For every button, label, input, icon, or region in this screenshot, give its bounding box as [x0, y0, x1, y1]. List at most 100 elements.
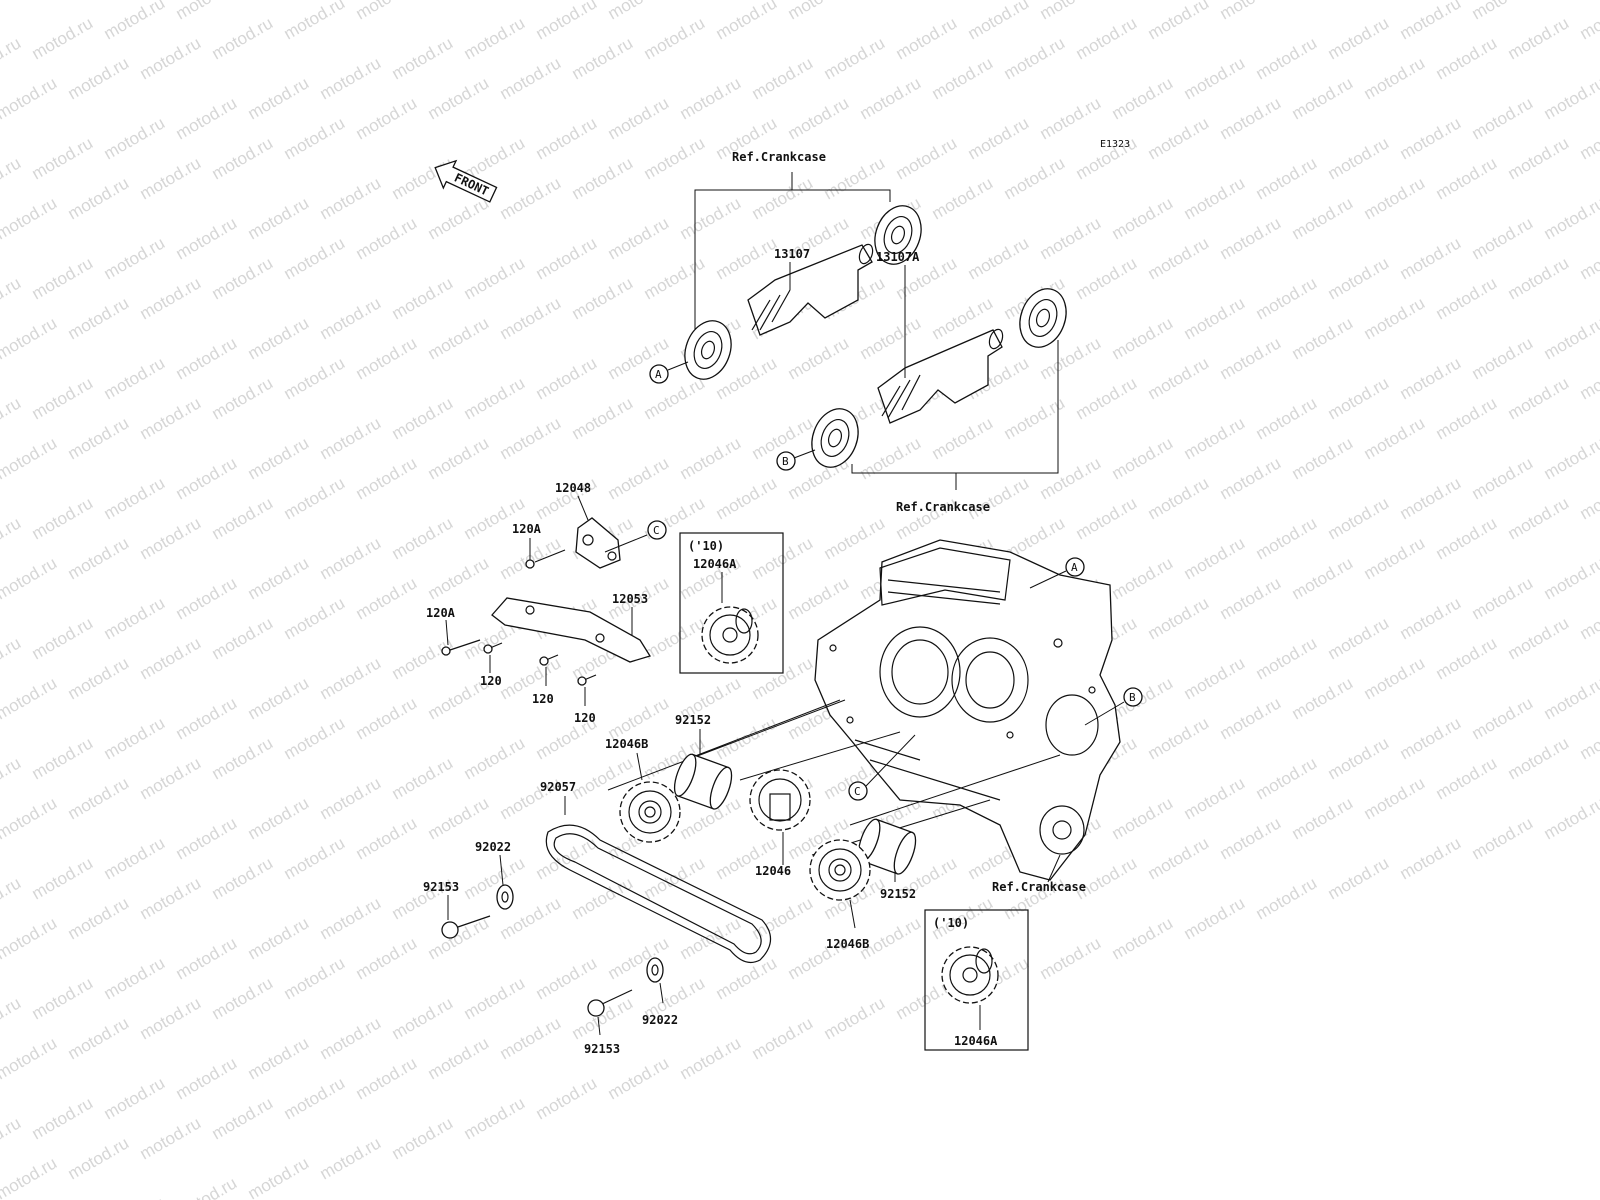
- svg-text:B: B: [782, 455, 789, 468]
- watermark-text: motod.ru: [569, 153, 637, 203]
- watermark-text: motod.ru: [245, 433, 313, 483]
- watermark-text: motod.ru: [497, 293, 565, 343]
- watermark-text: motod.ru: [317, 293, 385, 343]
- watermark-text: motod.ru: [137, 873, 205, 923]
- watermark-text: motod.ru: [353, 573, 421, 623]
- watermark-text: motod.ru: [209, 1093, 277, 1143]
- watermark-text: motod.ru: [0, 873, 24, 923]
- watermark-text: motod.ru: [1145, 353, 1213, 403]
- watermark-text: motod.ru: [1181, 173, 1249, 223]
- watermark-text: motod.ru: [533, 0, 601, 43]
- bolt-120-2: [539, 654, 559, 666]
- part-13107-label: 13107: [774, 247, 810, 261]
- watermark-text: motod.ru: [821, 153, 889, 203]
- watermark-text: motod.ru: [1397, 353, 1465, 403]
- callout-a-top: A: [649, 361, 689, 384]
- watermark-text: motod.ru: [605, 93, 673, 143]
- watermark-text: motod.ru: [425, 913, 493, 963]
- bolt-lower-92153: [587, 989, 633, 1017]
- ref-crankcase-top-bracket: [694, 172, 891, 330]
- sprocket-12046b-upper: [619, 781, 681, 843]
- watermark-text: motod.ru: [929, 53, 997, 103]
- watermark-text: motod.ru: [29, 1093, 97, 1143]
- watermark-text: motod.ru: [1109, 313, 1177, 363]
- watermark-text: motod.ru: [641, 13, 709, 63]
- sprocket-12046b-lower-label: 12046B: [826, 937, 869, 951]
- watermark-text: motod.ru: [605, 0, 673, 23]
- variant-box-top-part: 12046A: [693, 557, 737, 571]
- watermark-text: motod.ru: [677, 913, 745, 963]
- watermark-text: motod.ru: [1145, 713, 1213, 763]
- part-13107a-label: 13107A: [876, 250, 920, 264]
- watermark-text: motod.ru: [1469, 333, 1537, 383]
- variant-box-top: ('10) 12046A: [679, 532, 784, 674]
- watermark-text: motod.ru: [389, 633, 457, 683]
- watermark-text: motod.ru: [65, 293, 133, 343]
- bearing-mid-right: [1019, 288, 1067, 348]
- watermark-text: motod.ru: [353, 693, 421, 743]
- watermark-text: motod.ru: [353, 213, 421, 263]
- watermark-text: motod.ru: [1037, 933, 1105, 983]
- watermark-text: motod.ru: [1325, 613, 1393, 663]
- watermark-text: motod.ru: [749, 1013, 817, 1063]
- watermark-text: motod.ru: [1289, 313, 1357, 363]
- watermark-text: motod.ru: [0, 513, 24, 563]
- collar-upper-92152: [673, 753, 733, 810]
- watermark-text: motod.ru: [317, 653, 385, 703]
- watermark-text: motod.ru: [173, 1053, 241, 1103]
- watermark-text: motod.ru: [29, 133, 97, 183]
- watermark-text: motod.ru: [821, 33, 889, 83]
- watermark-text: motod.ru: [281, 713, 349, 763]
- watermark-text: motod.ru: [1181, 653, 1249, 703]
- watermark-text: motod.ru: [1361, 293, 1429, 343]
- callout-b-crankcase: B: [1084, 687, 1143, 726]
- watermark-text: motod.ru: [533, 1073, 601, 1123]
- watermark-text: motod.ru: [677, 193, 745, 243]
- watermark-text: motod.ru: [929, 413, 997, 463]
- watermark-text: motod.ru: [1577, 593, 1600, 643]
- watermark-text: motod.ru: [1541, 73, 1600, 123]
- collar-lower-label: 92152: [880, 887, 916, 901]
- watermark-text: motod.ru: [1109, 913, 1177, 963]
- watermark-text: motod.ru: [425, 313, 493, 363]
- watermark-text: motod.ru: [1469, 93, 1537, 143]
- sprocket-12046: [749, 769, 811, 831]
- svg-text:A: A: [1071, 561, 1078, 574]
- watermark-text: motod.ru: [1541, 0, 1600, 3]
- bolt-lower-label: 92153: [584, 1042, 620, 1056]
- watermark-text: motod.ru: [677, 73, 745, 123]
- watermark-text: motod.ru: [1577, 233, 1600, 283]
- watermark-text: motod.ru: [0, 153, 24, 203]
- watermark-text: motod.ru: [857, 73, 925, 123]
- watermark-text: motod.ru: [1109, 553, 1177, 603]
- watermark-text: motod.ru: [65, 173, 133, 223]
- watermark-text: motod.ru: [1145, 233, 1213, 283]
- watermark-text: motod.ru: [29, 13, 97, 63]
- watermark-text: motod.ru: [101, 113, 169, 163]
- watermark-text: motod.ru: [1289, 553, 1357, 603]
- watermark-text: motod.ru: [173, 933, 241, 983]
- watermark-text: motod.ru: [1253, 873, 1321, 923]
- watermark-text: motod.ru: [1181, 293, 1249, 343]
- bolt-120-2-label: 120: [532, 692, 554, 706]
- watermark-text: motod.ru: [641, 133, 709, 183]
- watermark-text: motod.ru: [0, 73, 60, 123]
- watermark-text: motod.ru: [173, 453, 241, 503]
- watermark-text: motod.ru: [461, 253, 529, 303]
- watermark-text: motod.ru: [281, 953, 349, 1003]
- ref-crankcase-bottom-label: Ref.Crankcase: [992, 880, 1086, 894]
- balancer-shaft-13107: [747, 243, 874, 336]
- watermark-text: motod.ru: [1217, 93, 1285, 143]
- watermark-text: motod.ru: [353, 453, 421, 503]
- watermark-text: motod.ru: [965, 473, 1033, 523]
- watermark-text: motod.ru: [1109, 793, 1177, 843]
- svg-text:B: B: [1129, 691, 1136, 704]
- watermark-text: motod.ru: [1253, 153, 1321, 203]
- watermark-text: motod.ru: [101, 953, 169, 1003]
- watermark-text: motod.ru: [0, 993, 24, 1043]
- watermark-text: motod.ru: [533, 953, 601, 1003]
- watermark-text: motod.ru: [425, 433, 493, 483]
- watermark-text: motod.ru: [1469, 453, 1537, 503]
- watermark-text: motod.ru: [461, 373, 529, 423]
